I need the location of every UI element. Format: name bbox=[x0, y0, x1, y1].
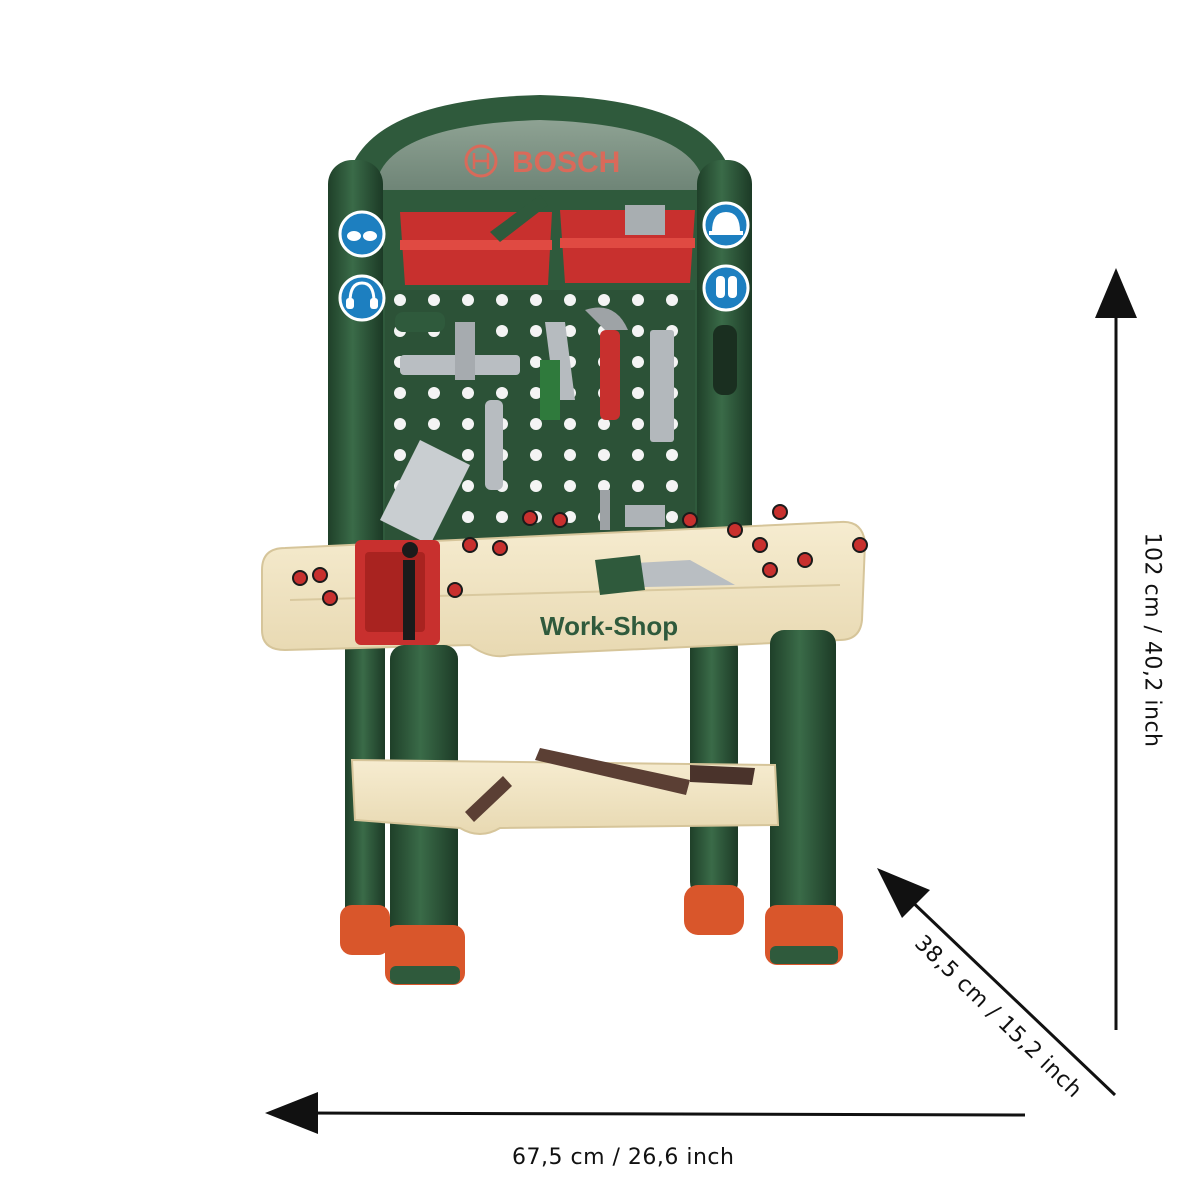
peg-hole bbox=[564, 480, 576, 492]
bolt bbox=[772, 504, 788, 520]
peg-hole bbox=[462, 449, 474, 461]
height-arrow bbox=[1095, 268, 1137, 1030]
peg-hole bbox=[564, 449, 576, 461]
peg-hole bbox=[530, 387, 542, 399]
peg-hole bbox=[530, 356, 542, 368]
brand-name: BOSCH bbox=[512, 146, 620, 179]
metal-strip bbox=[465, 776, 512, 822]
bolt bbox=[447, 582, 463, 598]
peg-hole bbox=[564, 325, 576, 337]
peg-hole bbox=[598, 449, 610, 461]
peg-hole bbox=[666, 480, 678, 492]
bolt bbox=[322, 590, 338, 606]
peg-hole bbox=[632, 449, 644, 461]
level-icon bbox=[650, 330, 674, 442]
goggles-icon bbox=[338, 210, 386, 258]
peg-hole bbox=[530, 449, 542, 461]
peg-hole bbox=[598, 418, 610, 430]
bolt bbox=[462, 537, 478, 553]
peg-hole bbox=[496, 325, 508, 337]
peg-hole bbox=[598, 294, 610, 306]
peg-hole bbox=[632, 356, 644, 368]
bolt bbox=[312, 567, 328, 583]
ear-protection-icon bbox=[338, 274, 386, 322]
height-dimension-label: 102 cm / 40,2 inch bbox=[1139, 532, 1165, 748]
bolt bbox=[727, 522, 743, 538]
peg-hole bbox=[394, 387, 406, 399]
bolt bbox=[682, 512, 698, 528]
peg-hole bbox=[394, 449, 406, 461]
bolt bbox=[752, 537, 768, 553]
bolt bbox=[762, 562, 778, 578]
peg-hole bbox=[632, 480, 644, 492]
width-dimension-label: 67,5 cm / 26,6 inch bbox=[512, 1145, 735, 1170]
metal-strip bbox=[535, 748, 690, 795]
peg-hole bbox=[428, 387, 440, 399]
safety-icons bbox=[338, 201, 750, 322]
hammer-icon bbox=[585, 307, 628, 330]
helmet-icon bbox=[702, 201, 750, 249]
gloves-icon bbox=[702, 264, 750, 312]
bolt bbox=[522, 510, 538, 526]
peg-hole bbox=[632, 418, 644, 430]
peg-hole bbox=[632, 294, 644, 306]
peg-hole bbox=[530, 480, 542, 492]
vise-icon bbox=[355, 540, 440, 645]
peg-hole bbox=[598, 480, 610, 492]
bolt bbox=[797, 552, 813, 568]
peg-hole bbox=[462, 480, 474, 492]
bolt bbox=[492, 540, 508, 556]
bolt bbox=[292, 570, 308, 586]
square-ruler-icon bbox=[380, 440, 470, 545]
peg-hole bbox=[530, 418, 542, 430]
wrench-icon bbox=[485, 400, 503, 490]
peg-hole bbox=[530, 294, 542, 306]
bench-bolts bbox=[292, 504, 868, 606]
peg-hole bbox=[666, 294, 678, 306]
bosch-logo: BOSCH bbox=[464, 144, 620, 179]
peg-hole bbox=[462, 387, 474, 399]
peg-hole bbox=[496, 294, 508, 306]
peg-hole bbox=[394, 418, 406, 430]
peg-hole bbox=[530, 325, 542, 337]
peg-hole bbox=[564, 294, 576, 306]
work-shop-label: Work-Shop bbox=[540, 611, 678, 641]
screwdriver-icon bbox=[395, 312, 445, 332]
peg-hole bbox=[462, 418, 474, 430]
bolt bbox=[852, 537, 868, 553]
peg-hole bbox=[428, 418, 440, 430]
hanging-tools bbox=[380, 307, 674, 545]
bolt bbox=[552, 512, 568, 528]
front-legs bbox=[385, 630, 843, 985]
peg-hole bbox=[666, 511, 678, 523]
peg-hole bbox=[666, 449, 678, 461]
peg-hole bbox=[462, 294, 474, 306]
peg-hole bbox=[394, 294, 406, 306]
peg-hole bbox=[564, 418, 576, 430]
lower-shelf bbox=[350, 748, 780, 835]
peg-hole bbox=[632, 325, 644, 337]
depth-arrow bbox=[877, 868, 1117, 1097]
peg-hole bbox=[496, 511, 508, 523]
peg-hole bbox=[428, 294, 440, 306]
peg-hole bbox=[462, 511, 474, 523]
work-top: Work-Shop bbox=[261, 504, 868, 658]
width-arrow bbox=[265, 1092, 1026, 1134]
peg-hole bbox=[496, 387, 508, 399]
peg-hole bbox=[632, 387, 644, 399]
dimension-arrows bbox=[265, 268, 1137, 1134]
tool-bins bbox=[400, 195, 695, 285]
